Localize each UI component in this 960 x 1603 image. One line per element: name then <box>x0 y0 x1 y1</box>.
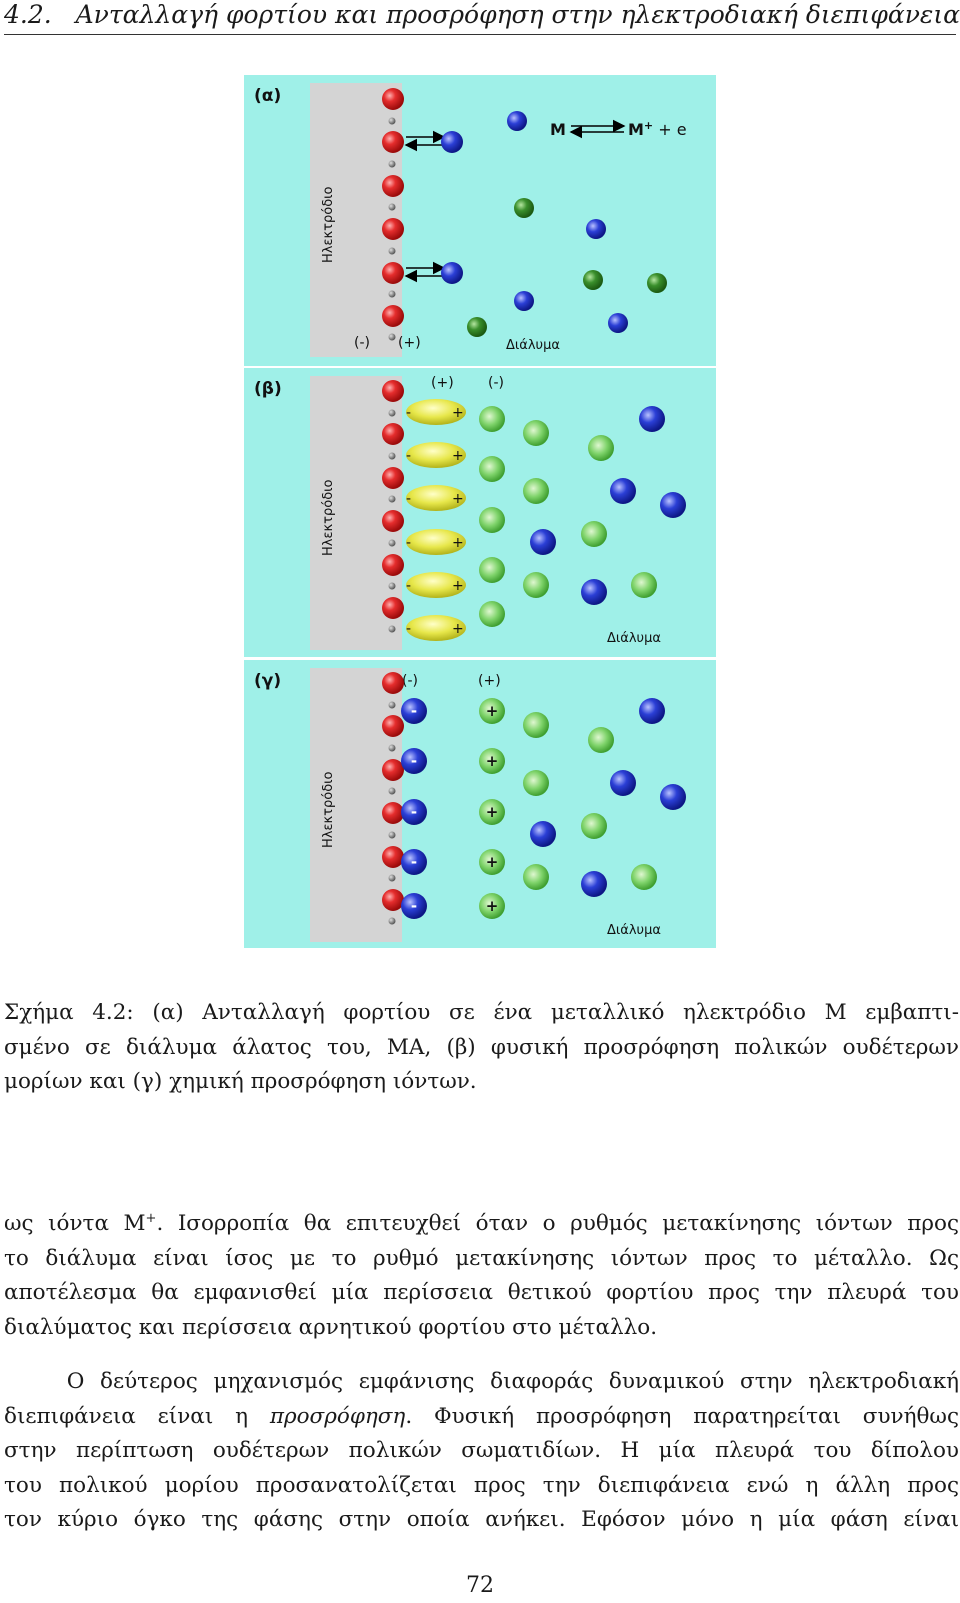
svg-text:-: - <box>411 897 417 915</box>
adsorbed-anions: - - - - - <box>401 698 427 919</box>
paragraph-line: ως ιόντα M+. Ισορροπία θα επιτευχθεί ότα… <box>4 1210 959 1236</box>
figure-4-2: (α) Ηλεκτρόδιο <box>244 75 716 973</box>
paragraph-line: Ο δεύτερος μηχανισμός εμφάνισης διαφοράς… <box>66 1369 960 1394</box>
sign-plus: (+) <box>478 673 501 689</box>
svg-text:-: - <box>406 578 411 594</box>
paragraph-line: στην περίπτωση ουδέτερων πολικών σωματιδ… <box>4 1438 959 1463</box>
panel-b: (β) Ηλεκτρόδιο (+) (-) - + - + - + - + <box>244 368 716 657</box>
svg-text:-: - <box>406 405 411 421</box>
paragraph-line: το διάλυμα είναι ίσος με το ρυθμό μετακί… <box>4 1245 959 1271</box>
paragraph-line: διεπιφάνεια είναι η προσρόφηση. Φυσική π… <box>4 1403 960 1429</box>
panel-label: (γ) <box>254 671 281 691</box>
svg-text:+: + <box>452 448 464 464</box>
reaction-right: M+ + e <box>628 119 687 139</box>
sign-minus: (-) <box>402 673 418 689</box>
caption-line: Σχήμα 4.2: (α) Ανταλλαγή φορτίου σε ένα … <box>4 1000 959 1025</box>
svg-text:+: + <box>452 621 464 637</box>
solution-label: Διάλυμα <box>607 923 661 938</box>
svg-text:+: + <box>452 535 464 551</box>
electrode-label: Ηλεκτρόδιο <box>321 186 336 263</box>
svg-text:+: + <box>452 405 464 421</box>
svg-text:-: - <box>411 853 417 871</box>
paragraph-line: τον κύριο όγκο της φάσης στην οποία ανήκ… <box>4 1507 959 1532</box>
exchange-arrows <box>404 130 446 283</box>
svg-text:-: - <box>406 535 411 551</box>
sign-plus: (+) <box>431 375 454 391</box>
svg-text:-: - <box>411 702 417 720</box>
counter-ions: + + + + + <box>479 698 505 919</box>
sign-minus: (-) <box>354 335 370 351</box>
solution-label: Διάλυμα <box>607 631 661 646</box>
section-title: Ανταλλαγή φορτίου και προσρόφηση στην ηλ… <box>75 0 960 29</box>
svg-text:+: + <box>486 702 499 720</box>
page-number: 72 <box>466 1573 494 1598</box>
reaction-left: M <box>550 120 566 139</box>
caption-line: σμένο σε διάλυμα άλατος του, ΜΑ, (β) φυσ… <box>4 1034 959 1060</box>
electrode-surface-atoms <box>382 88 404 341</box>
svg-text:-: - <box>406 491 411 507</box>
cations <box>530 698 686 897</box>
electrode-surface-atoms <box>382 380 404 633</box>
svg-text:+: + <box>486 803 499 821</box>
body-paragraph-1: ως ιόντα M+. Ισορροπία θα επιτευχθεί ότα… <box>4 1207 959 1345</box>
cations <box>441 111 628 333</box>
sign-minus: (-) <box>488 375 504 391</box>
body-paragraph-2: Ο δεύτερος μηχανισμός εμφάνισης διαφοράς… <box>4 1365 959 1538</box>
svg-text:+: + <box>486 752 499 770</box>
svg-text:+: + <box>486 853 499 871</box>
electrode-surface-atoms <box>382 672 404 925</box>
panel-label: (α) <box>254 86 281 106</box>
electrode-label: Ηλεκτρόδιο <box>321 771 336 848</box>
sign-plus: (+) <box>398 335 421 351</box>
panel-c: (γ) Ηλεκτρόδιο (-) (+) - - - - - + + <box>244 660 716 948</box>
panel-a: (α) Ηλεκτρόδιο <box>244 75 716 366</box>
section-number: 4.2. <box>4 0 52 29</box>
svg-text:+: + <box>452 491 464 507</box>
anions <box>467 198 667 337</box>
solution-label: Διάλυμα <box>506 338 560 353</box>
paragraph-line: αποτέλεσμα θα εμφανισθεί μία περίσσεια θ… <box>4 1280 959 1305</box>
panel-label: (β) <box>254 379 282 399</box>
svg-text:-: - <box>406 448 411 464</box>
paragraph-line: του πολικού μορίου προσανατολίζεται προς… <box>4 1472 959 1498</box>
neutral-molecules <box>523 712 657 890</box>
reaction-equation: M M+ + e <box>550 119 687 139</box>
paragraph-line: διαλύματος και περίσσεια αρνητικού φορτί… <box>4 1314 658 1340</box>
svg-text:+: + <box>452 578 464 594</box>
electrode-label: Ηλεκτρόδιο <box>321 479 336 556</box>
adsorbed-dipoles: - + - + - + - + - + - + <box>406 399 466 641</box>
running-header: 4.2. Ανταλλαγή φορτίου και προσρόφηση στ… <box>4 0 960 35</box>
svg-text:-: - <box>411 803 417 821</box>
figure-caption: Σχήμα 4.2: (α) Ανταλλαγή φορτίου σε ένα … <box>4 996 959 1100</box>
svg-text:-: - <box>411 752 417 770</box>
svg-text:-: - <box>406 621 411 637</box>
caption-line: μορίων και (γ) χημική προσρόφηση ιόντων. <box>4 1069 477 1094</box>
svg-text:+: + <box>486 897 499 915</box>
emphasized-term: προσρόφηση <box>269 1403 406 1429</box>
cations <box>530 406 686 605</box>
running-header-text: 4.2. Ανταλλαγή φορτίου και προσρόφηση στ… <box>4 0 960 30</box>
neutral-molecules <box>479 406 657 627</box>
